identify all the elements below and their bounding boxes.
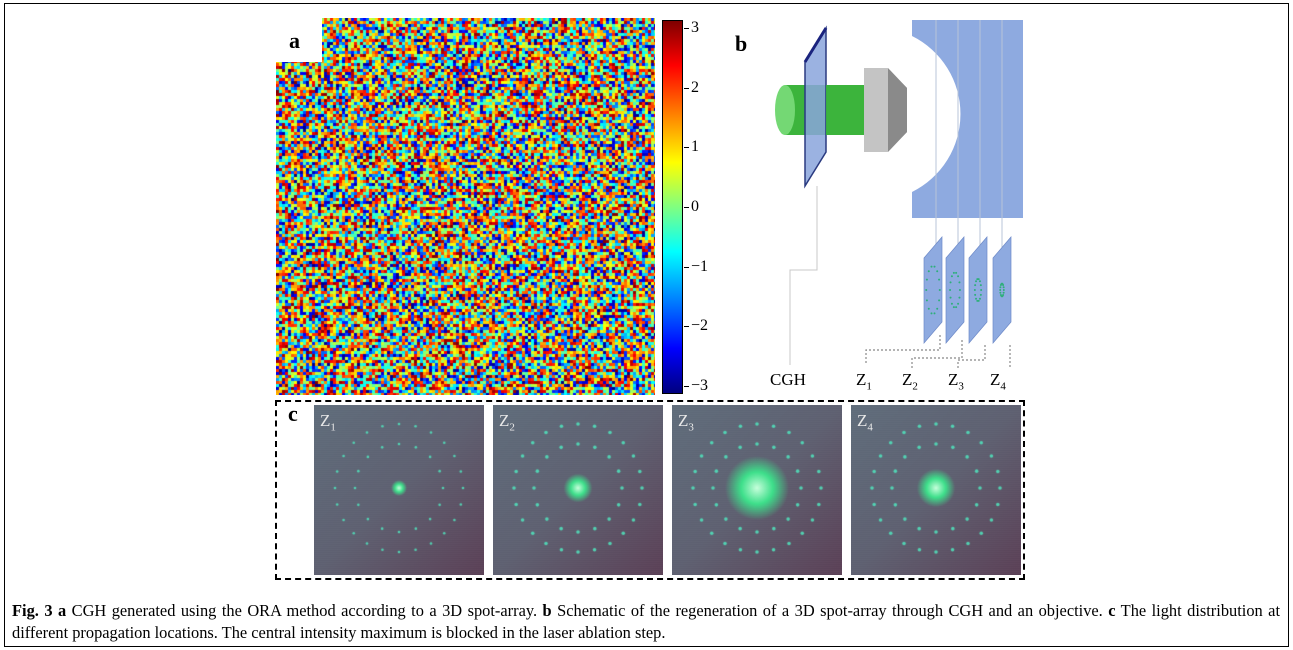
- z4-label: Z4: [990, 370, 1006, 393]
- photo-z3: Z3: [672, 405, 842, 575]
- plane-spot: [950, 275, 953, 278]
- plane-spot: [999, 289, 1002, 291]
- plane-spot: [949, 281, 952, 284]
- colorbar-tick-mark: [684, 147, 689, 149]
- plane-spot: [938, 289, 941, 291]
- plane-spot: [927, 307, 930, 310]
- plane-spot: [933, 265, 936, 268]
- caption-a-label: a: [57, 601, 67, 620]
- colorbar-tick-label: 1: [691, 138, 699, 156]
- colorbar-tick-mark: [684, 266, 689, 268]
- plane-spot: [974, 284, 977, 287]
- plane-spot: [976, 299, 979, 302]
- panel-c-label: c: [288, 401, 298, 426]
- focus-volume: [912, 20, 1023, 218]
- colorbar: [662, 20, 683, 394]
- colorbar-tick-mark: [684, 87, 689, 89]
- photo-z1: Z1: [314, 405, 484, 575]
- panel-a-label-box: [276, 18, 322, 62]
- schematic-diagram: [775, 20, 1023, 368]
- plane-spot: [925, 289, 928, 291]
- plane-spot: [974, 293, 977, 296]
- z1-label: Z1: [856, 370, 872, 393]
- photo-z2-label: Z2: [499, 411, 515, 434]
- caption-c-text: The light distribution at different prop…: [12, 601, 1280, 642]
- caption-fig-label: Fig. 3: [12, 601, 53, 620]
- plane-spot: [1002, 286, 1005, 289]
- plane-spot: [949, 289, 952, 291]
- colorbar-tick-label: −1: [691, 257, 709, 275]
- plane-spot: [958, 296, 961, 299]
- plane-spot: [1002, 291, 1005, 294]
- caption-c-label: c: [1108, 601, 1116, 620]
- colorbar-tick-label: −2: [691, 317, 709, 335]
- plane-spot: [999, 291, 1002, 294]
- colorbar-tick-mark: [684, 385, 689, 387]
- caption-b-label: b: [542, 601, 552, 620]
- panel-c-dashed-box: [275, 400, 1025, 580]
- plane-spot: [958, 281, 961, 284]
- colorbar-tick-label: −3: [691, 376, 709, 394]
- panel-b-label: b: [735, 31, 748, 56]
- cgh-label: CGH: [770, 370, 806, 389]
- plane-spot: [955, 306, 958, 309]
- figure-caption: Fig. 3 a CGH generated using the ORA met…: [12, 600, 1280, 644]
- plane-spot: [938, 299, 941, 302]
- cgh-plate: [803, 25, 828, 189]
- plane-spot: [978, 280, 981, 283]
- plane-spot: [957, 302, 960, 305]
- plane-spot: [978, 297, 981, 300]
- plane-spot: [936, 307, 939, 310]
- plane-spot: [952, 306, 955, 309]
- plane-spot: [975, 280, 978, 283]
- plane-spot: [949, 296, 952, 299]
- plane-spot: [1002, 283, 1005, 286]
- plane-spot: [980, 289, 983, 291]
- colorbar-tick-label: 3: [691, 19, 699, 37]
- z2-label: Z2: [902, 370, 918, 393]
- plane-spot: [950, 302, 953, 305]
- colorbar-tick-mark: [684, 28, 689, 30]
- figure-frame: [4, 3, 1289, 647]
- photo-z2: Z2: [493, 405, 663, 575]
- plane-spot: [958, 289, 961, 291]
- plane-spot: [925, 299, 928, 302]
- colorbar-tick-label: 2: [691, 78, 699, 96]
- phase-map-image: [276, 18, 655, 395]
- caption-a-text: CGH generated using the ORA method accor…: [66, 601, 543, 620]
- objective-lens: [864, 68, 907, 152]
- plane-spot: [977, 299, 980, 302]
- plane-spot: [975, 297, 978, 300]
- colorbar-tick-mark: [684, 207, 689, 208]
- panel-a-label: a: [289, 28, 300, 53]
- plane-spot: [930, 265, 933, 268]
- plane-spot: [927, 270, 930, 273]
- plane-spot: [973, 289, 976, 291]
- plane-spot: [936, 270, 939, 273]
- photo-z4-label: Z4: [857, 411, 873, 434]
- plane-spot: [938, 278, 941, 281]
- plane-spot: [999, 294, 1002, 297]
- plane-spot: [957, 275, 960, 278]
- z3-label: Z3: [948, 370, 964, 393]
- photo-z3-label: Z3: [678, 411, 694, 434]
- caption-b-text: Schematic of the regeneration of a 3D sp…: [551, 601, 1109, 620]
- plane-spot: [933, 312, 936, 315]
- photo-z1-label: Z1: [320, 411, 336, 434]
- plane-spot: [979, 293, 982, 296]
- plane-spot: [952, 271, 955, 274]
- z-planes: [923, 236, 1012, 344]
- plane-spot: [930, 312, 933, 315]
- plane-spot: [1002, 289, 1005, 291]
- plane-spot: [976, 278, 979, 281]
- photo-z4: Z4: [851, 405, 1021, 575]
- plane-spot: [925, 278, 928, 281]
- plane-spot: [977, 278, 980, 281]
- colorbar-tick-label: 0: [691, 198, 699, 215]
- plane-spot: [999, 286, 1002, 289]
- plane-spot: [955, 271, 958, 274]
- colorbar-tick-mark: [684, 326, 689, 328]
- plane-spot: [979, 284, 982, 287]
